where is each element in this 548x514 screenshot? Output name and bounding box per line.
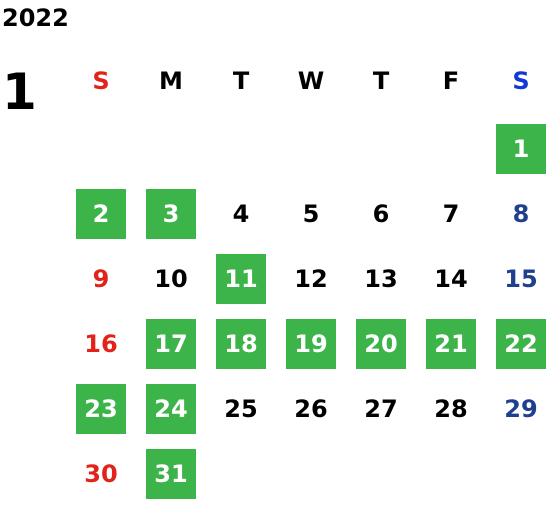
day-cell[interactable]: 17 <box>146 319 196 369</box>
month-number: 1 <box>2 63 37 121</box>
weekday-saturday: S <box>512 67 530 95</box>
day-cell[interactable]: 9 <box>92 265 110 293</box>
year-label: 2022 <box>2 4 69 32</box>
day-cell[interactable]: 19 <box>286 319 336 369</box>
weekday-friday: F <box>442 67 460 95</box>
day-cell[interactable]: 8 <box>512 200 530 228</box>
day-cell[interactable]: 30 <box>84 460 118 488</box>
day-cell[interactable]: 27 <box>364 395 398 423</box>
day-cell[interactable]: 1 <box>496 124 546 174</box>
day-cell[interactable]: 16 <box>84 330 118 358</box>
day-cell[interactable]: 21 <box>426 319 476 369</box>
day-cell[interactable]: 15 <box>504 265 538 293</box>
day-cell[interactable]: 24 <box>146 384 196 434</box>
day-cell[interactable]: 23 <box>76 384 126 434</box>
day-cell[interactable]: 18 <box>216 319 266 369</box>
week-row: 16 17 18 19 20 21 22 <box>66 319 548 384</box>
day-cell[interactable]: 7 <box>442 200 460 228</box>
day-cell[interactable]: 22 <box>496 319 546 369</box>
day-cell[interactable]: 31 <box>146 449 196 499</box>
day-cell[interactable]: 5 <box>302 200 320 228</box>
day-cell[interactable]: 3 <box>146 189 196 239</box>
day-cell[interactable]: 26 <box>294 395 328 423</box>
day-cell[interactable]: 29 <box>504 395 538 423</box>
day-cell[interactable]: 14 <box>434 265 468 293</box>
day-cell[interactable]: 28 <box>434 395 468 423</box>
day-cell[interactable]: 20 <box>356 319 406 369</box>
weekday-monday: M <box>159 67 183 95</box>
weekday-wednesday: W <box>297 67 325 95</box>
weekday-thursday: T <box>372 67 390 95</box>
day-cell[interactable]: 10 <box>154 265 188 293</box>
weekday-header-row: S M T W T F S <box>66 60 548 100</box>
day-cell[interactable]: 11 <box>216 254 266 304</box>
week-row: 23 24 25 26 27 28 29 <box>66 384 548 449</box>
weekday-tuesday: T <box>232 67 250 95</box>
day-cell[interactable]: 6 <box>372 200 390 228</box>
day-cell[interactable]: 12 <box>294 265 328 293</box>
week-row: 30 31 <box>66 449 548 514</box>
weekday-sunday: S <box>92 67 110 95</box>
day-cell[interactable]: 25 <box>224 395 258 423</box>
day-cell[interactable]: 2 <box>76 189 126 239</box>
week-row: 1 <box>66 124 548 189</box>
week-row: 9 10 11 12 13 14 15 <box>66 254 548 319</box>
day-cell[interactable]: 4 <box>232 200 250 228</box>
day-cell[interactable]: 13 <box>364 265 398 293</box>
